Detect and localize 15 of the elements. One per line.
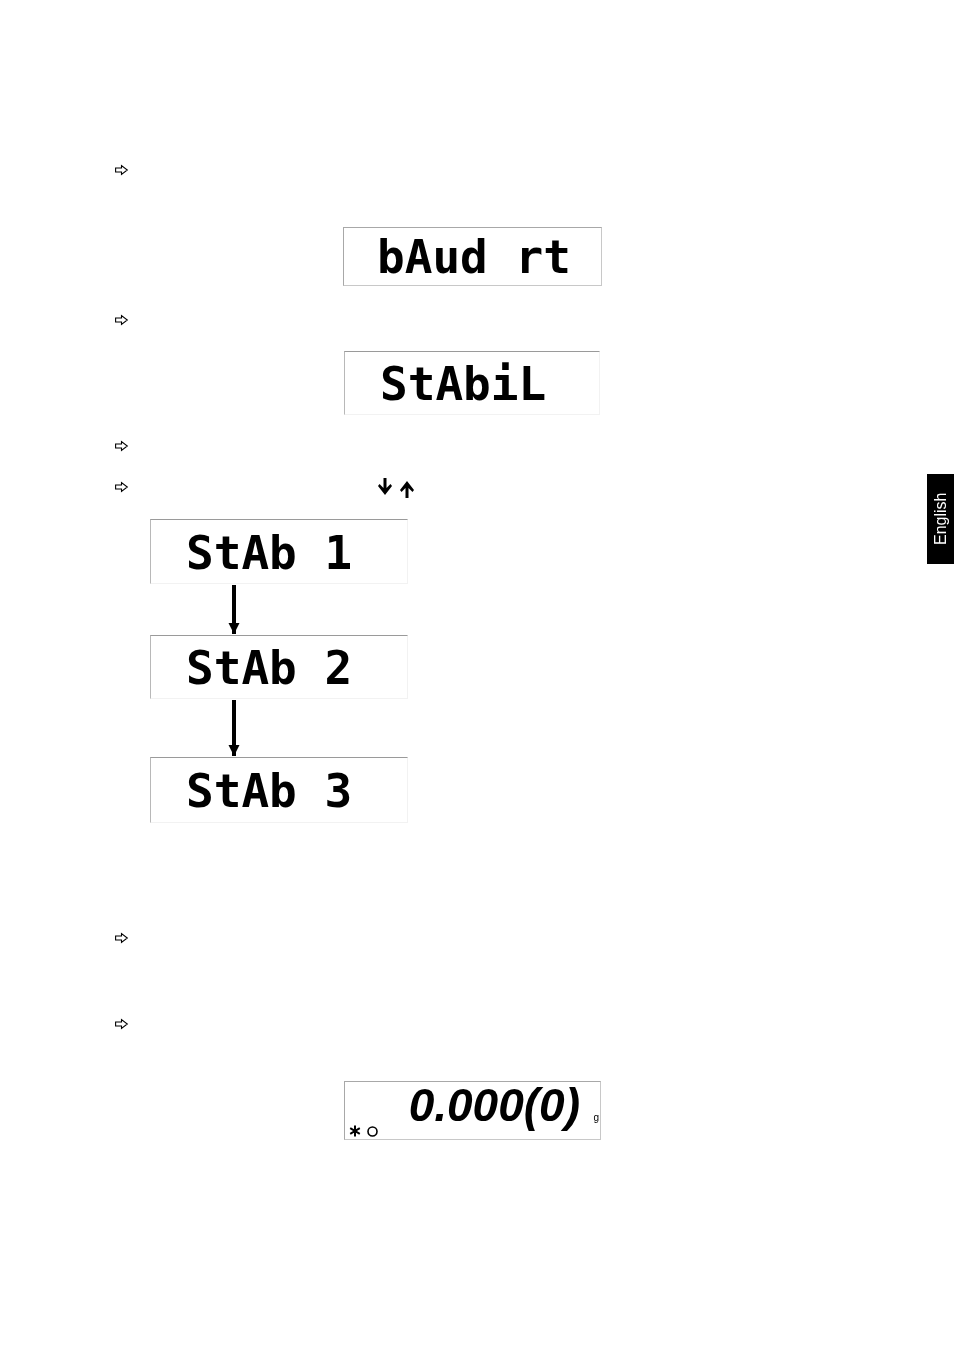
lcd-display xyxy=(344,351,600,415)
lcd-display xyxy=(344,1081,601,1140)
display-text: StAbiL xyxy=(380,361,547,407)
arrow xyxy=(228,700,240,756)
arrow xyxy=(228,585,240,634)
lcd-display xyxy=(343,227,602,286)
language-tab: English xyxy=(927,474,954,564)
display-text: StAb 3 xyxy=(186,768,353,814)
display-text: StAb 1 xyxy=(186,530,353,576)
lcd-display xyxy=(150,757,408,823)
unit-label: g xyxy=(593,1113,599,1123)
display-text: bAud rt xyxy=(377,234,571,280)
lcd-display xyxy=(150,519,408,584)
lcd-display xyxy=(150,635,408,699)
display-text: StAb 2 xyxy=(186,645,353,691)
